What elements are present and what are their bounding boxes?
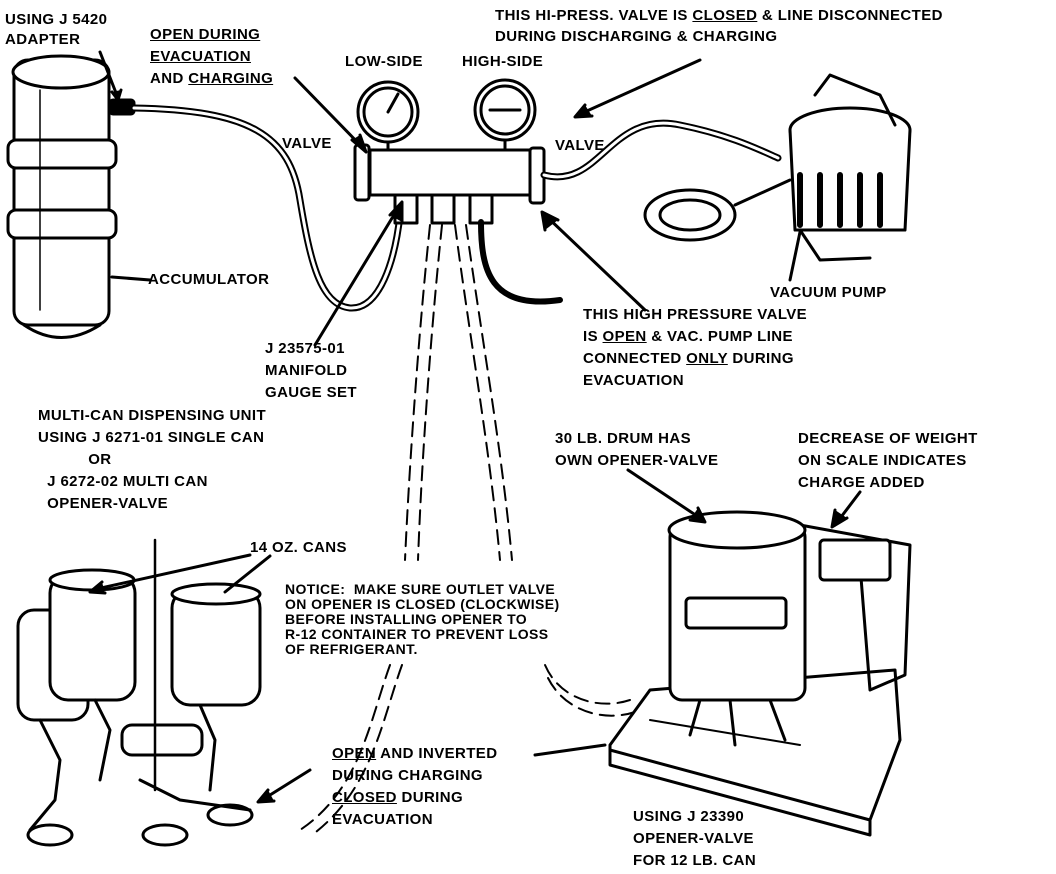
label-notice: NOTICE: MAKE SURE OUTLET VALVE ON OPENER…: [285, 581, 560, 657]
hp-open-arrow: [543, 213, 647, 312]
manifold-arrow: [313, 203, 402, 347]
open-during-evac-arrow: [293, 76, 367, 152]
label-scale: DECREASE OF WEIGHT ON SCALE INDICATES CH…: [798, 430, 978, 491]
cans-arrow-2: [223, 554, 272, 594]
label-cans: 14 OZ. CANS: [250, 539, 347, 556]
label-open-evac-3: AND CHARGING: [150, 70, 274, 87]
label-hp-open-4: EVACUATION: [583, 372, 684, 389]
multi-can-illustration: [16, 538, 262, 847]
label-hipress-2: DURING DISCHARGING & CHARGING: [495, 28, 778, 45]
label-inverted-3: CLOSED DURING: [332, 789, 464, 806]
manifold-gauge-set: [353, 78, 546, 225]
adapter-arrow: [98, 50, 120, 100]
label-hipress-1: THIS HI-PRESS. VALVE IS CLOSED & LINE DI…: [495, 7, 943, 24]
label-vacuum-pump: VACUUM PUMP: [770, 284, 887, 301]
label-adapter: USING J 5420 ADAPTER: [5, 11, 108, 48]
label-hp-open-1: THIS HIGH PRESSURE VALVE: [583, 306, 808, 323]
label-inverted-4: EVACUATION: [332, 811, 433, 828]
charging-hose-dashed-1: [404, 224, 431, 561]
label-hp-open-2: IS OPEN & VAC. PUMP LINE: [583, 328, 793, 345]
label-accumulator: ACCUMULATOR: [148, 271, 270, 288]
cans-arrow-1: [90, 553, 252, 592]
label-high-side: HIGH-SIDE: [462, 53, 544, 70]
label-inverted-2: DURING CHARGING: [332, 767, 483, 784]
drum-scale-illustration: [608, 510, 912, 837]
accumulator-arrow: [110, 275, 152, 282]
label-manifold: J 23575-01 MANIFOLD GAUGE SET: [265, 340, 357, 401]
label-valve-right: VALVE: [555, 137, 605, 154]
hipress-closed-arrow: [576, 58, 702, 117]
charging-hose-dashed-2: [454, 224, 501, 561]
label-drum: 30 LB. DRUM HAS OWN OPENER-VALVE: [555, 430, 719, 469]
label-open-evac-2: EVACUATION: [150, 48, 251, 65]
label-j23390: USING J 23390 OPENER-VALVE FOR 12 LB. CA…: [633, 808, 757, 869]
label-open-evac-1: OPEN DURING: [150, 26, 261, 43]
drum-arrow: [626, 468, 705, 522]
label-inverted-1: OPEN AND INVERTED: [332, 745, 498, 762]
evacuation-hose: [478, 219, 563, 305]
label-valve-left: VALVE: [282, 135, 332, 152]
j23390-line: [533, 743, 607, 757]
vacuum-pump-arrow: [788, 230, 802, 282]
label-multican: MULTI-CAN DISPENSING UNIT USING J 6271-0…: [38, 407, 267, 512]
label-hp-open-3: CONNECTED ONLY DURING: [583, 350, 794, 367]
vacuum-pump-illustration: [643, 73, 912, 262]
label-low-side: LOW-SIDE: [345, 53, 423, 70]
